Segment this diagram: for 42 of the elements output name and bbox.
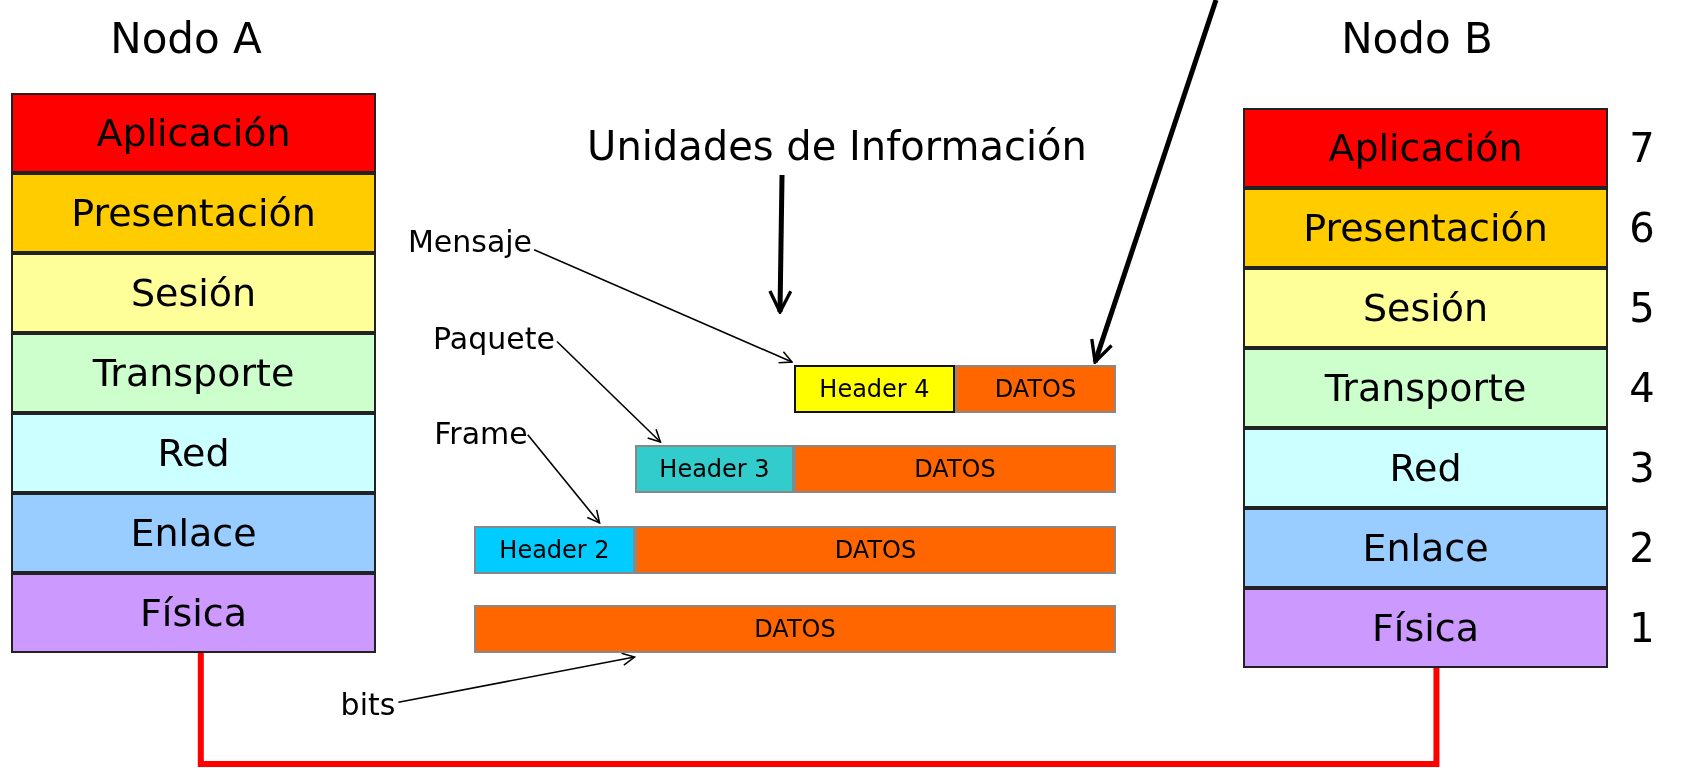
layer-box: Transporte — [1243, 348, 1608, 428]
arrow — [1090, 0, 1219, 364]
arrow — [397, 652, 636, 704]
layer-box: Transporte — [11, 333, 376, 413]
data-field: DATOS — [794, 445, 1116, 493]
layer-box: Sesión — [11, 253, 376, 333]
arrow — [768, 174, 793, 314]
layer-box: Enlace — [1243, 508, 1608, 588]
node-heading: Nodo B — [1341, 13, 1493, 63]
layer-number: 5 — [1629, 285, 1655, 331]
layer-number: 2 — [1629, 525, 1655, 571]
connection-line — [197, 653, 1440, 767]
data-field: DATOS — [474, 605, 1116, 653]
layer-number: 6 — [1629, 205, 1655, 251]
layer-box: Física — [11, 573, 376, 653]
arrow — [533, 248, 793, 364]
data-field: DATOS — [635, 526, 1116, 574]
unit-label: Paquete — [433, 320, 555, 356]
layer-box: Red — [11, 413, 376, 493]
layer-box: Presentación — [11, 173, 376, 253]
layer-box: Red — [1243, 428, 1608, 508]
node-heading: Nodo A — [110, 13, 262, 63]
unit-label: bits — [340, 686, 396, 722]
unit-label: Frame — [434, 415, 528, 451]
layer-number: 1 — [1629, 605, 1655, 651]
layer-number: 4 — [1629, 365, 1655, 411]
header-field: Header 4 — [794, 365, 955, 413]
layer-number: 3 — [1629, 445, 1655, 491]
header-field: Header 2 — [474, 526, 635, 574]
layer-box: Aplicación — [11, 93, 376, 173]
layer-number: 7 — [1629, 125, 1655, 171]
unit-label: Mensaje — [407, 223, 533, 259]
header-field: Header 3 — [635, 445, 794, 493]
layer-box: Enlace — [11, 493, 376, 573]
layer-box: Sesión — [1243, 268, 1608, 348]
arrow — [526, 433, 601, 524]
layer-box: Física — [1243, 588, 1608, 668]
layer-box: Presentación — [1243, 188, 1608, 268]
data-field: DATOS — [955, 365, 1116, 413]
arrow — [556, 340, 662, 443]
layer-box: Aplicación — [1243, 108, 1608, 188]
section-heading: Unidades de Información — [587, 123, 1087, 169]
